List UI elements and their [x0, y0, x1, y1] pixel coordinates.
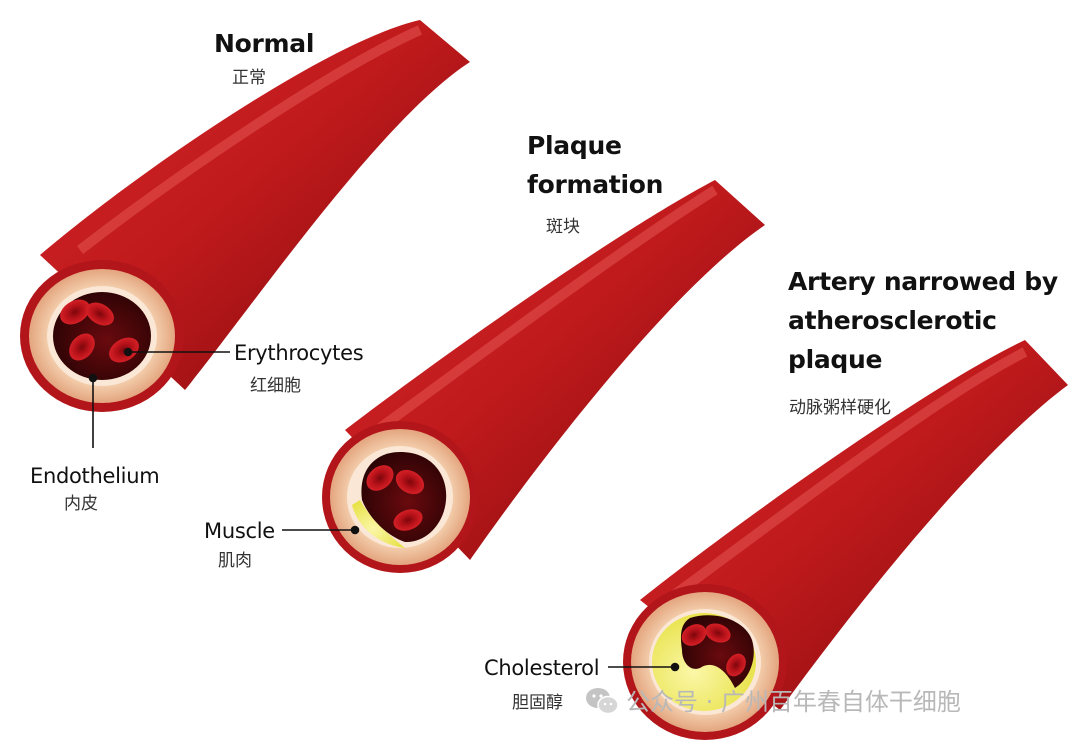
watermark-text: 公众号 · 广州百年春自体干细胞 [626, 688, 961, 716]
artery-narrowed [623, 340, 1068, 740]
plaque-deposit-small [352, 500, 405, 548]
wechat-icon [586, 688, 619, 715]
erythrocyte [393, 509, 423, 531]
erythrocyte [109, 337, 139, 363]
erythrocyte [681, 624, 707, 646]
erythrocyte [60, 299, 90, 325]
title-narrowed-line-1: Artery narrowed by [788, 267, 1058, 296]
erythrocyte [69, 333, 95, 361]
label-muscle: Muscle [204, 519, 275, 543]
title-narrowed-line-2: atherosclerotic [788, 306, 997, 335]
title-narrowed-cn: 动脉粥样硬化 [789, 398, 891, 418]
label-endothelium: Endothelium [30, 464, 160, 488]
title-plaque-line-2: formation [527, 170, 664, 199]
title-narrowed-line-3: plaque [788, 345, 883, 374]
erythrocyte [86, 302, 114, 326]
erythrocyte [366, 465, 394, 491]
title-plaque-formation: Plaque formation [527, 126, 663, 204]
erythrocyte [705, 623, 731, 643]
endothelium-leader-dot [88, 373, 98, 383]
label-cholesterol: Cholesterol [484, 656, 600, 680]
label-muscle-cn: 肌肉 [218, 551, 252, 571]
title-normal-line-1: Normal [214, 29, 315, 58]
title-normal: Normal [214, 24, 314, 63]
label-cholesterol-cn: 胆固醇 [512, 693, 563, 713]
title-plaque-line-1: Plaque [527, 131, 622, 160]
leader-lines [88, 347, 680, 672]
erythrocyte [395, 469, 425, 495]
label-erythrocytes-cn: 红细胞 [250, 376, 301, 396]
title-plaque-cn: 斑块 [546, 217, 580, 237]
artery-plaque-formation [322, 180, 765, 573]
artery-normal [20, 20, 470, 412]
title-normal-cn: 正常 [232, 68, 266, 88]
cholesterol-leader-dot [670, 662, 680, 672]
muscle-leader-dot [350, 525, 360, 535]
erythrocyte [726, 653, 746, 677]
label-erythrocytes: Erythrocytes [234, 341, 364, 365]
title-artery-narrowed: Artery narrowed by atherosclerotic plaqu… [788, 262, 1058, 379]
erythrocytes-leader-dot [123, 347, 133, 357]
label-endothelium-cn: 内皮 [64, 494, 98, 514]
